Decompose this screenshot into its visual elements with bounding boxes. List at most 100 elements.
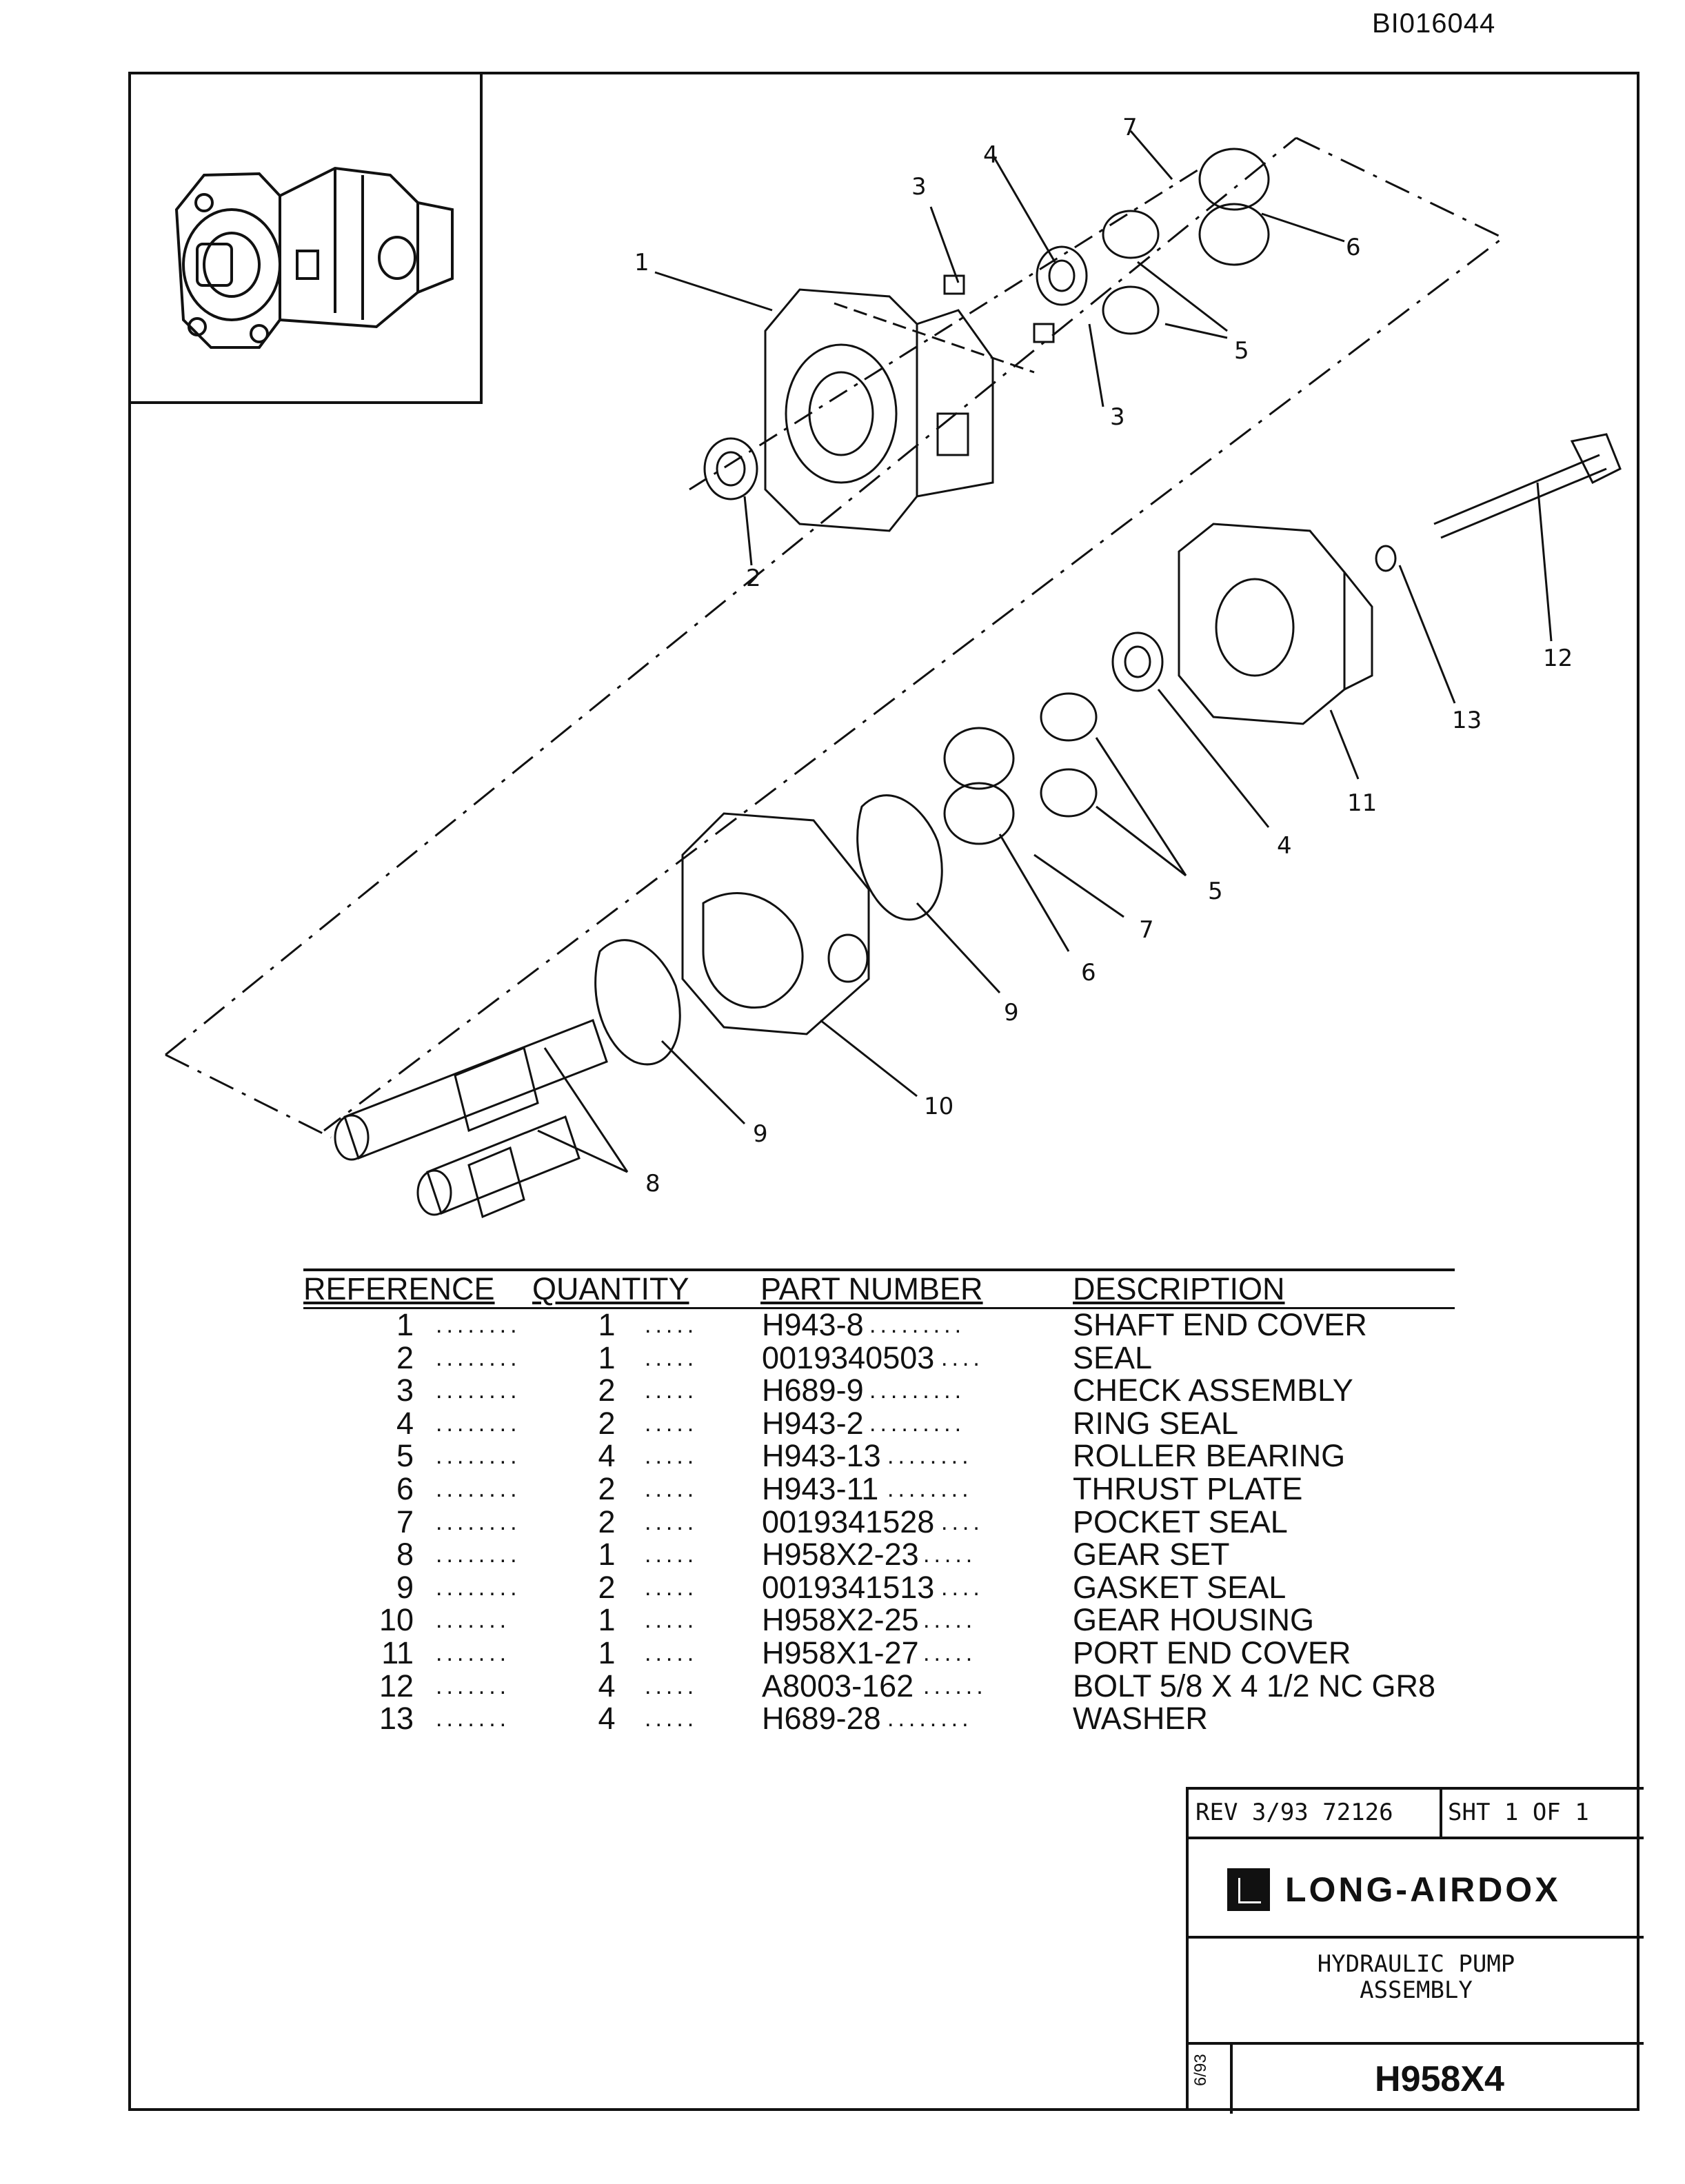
leader-dots: ..... bbox=[923, 1640, 977, 1666]
part-number: H943-13 bbox=[762, 1438, 881, 1474]
gasket-seal-part bbox=[856, 794, 943, 921]
leader-dots: ..... bbox=[645, 1508, 698, 1535]
drawing-date: 6/93 bbox=[1191, 2054, 1210, 2086]
leader-dots: ........ bbox=[887, 1476, 973, 1502]
leader-dots: ....... bbox=[436, 1640, 511, 1666]
leader-dots: ........ bbox=[436, 1410, 521, 1437]
drawing-title-line-1: HYDRAULIC PUMP bbox=[1317, 1950, 1515, 1978]
leader-dots: ........ bbox=[436, 1344, 521, 1371]
callout-8: 8 bbox=[645, 1170, 660, 1197]
part-reference: 2 bbox=[396, 1339, 414, 1375]
shaft-end-cover-part bbox=[764, 288, 994, 532]
header-quantity: QUANTITY bbox=[532, 1271, 689, 1306]
seal-part bbox=[703, 437, 758, 501]
header-part-number: PART NUMBER bbox=[760, 1271, 983, 1306]
leader-dots: ..... bbox=[645, 1672, 698, 1699]
callout-4: 4 bbox=[1277, 832, 1292, 860]
callout-labels: 1 2 3 3 4 4 5 5 6 6 7 7 8 9 9 10 11 12 1… bbox=[634, 114, 1573, 1197]
leader-dots: ........ bbox=[436, 1312, 521, 1338]
callout-5: 5 bbox=[1208, 878, 1223, 905]
leader-dots: ..... bbox=[645, 1344, 698, 1371]
revision-box: REV 3/93 72126 SHT 1 OF 1 bbox=[1186, 1787, 1644, 1837]
part-description: GEAR HOUSING bbox=[1073, 1602, 1315, 1638]
gear-set-part bbox=[334, 1019, 608, 1219]
part-reference: 10 bbox=[379, 1602, 414, 1638]
leader-dots: ........ bbox=[436, 1377, 521, 1404]
part-quantity: 1 bbox=[598, 1339, 616, 1375]
part-number: H689-9 bbox=[762, 1373, 864, 1408]
leader-dots: ....... bbox=[436, 1672, 511, 1699]
port-end-cover-part bbox=[1178, 523, 1373, 725]
check-assembly-part bbox=[1033, 323, 1055, 343]
drawing-number: H958X4 bbox=[1375, 2059, 1504, 2099]
callout-12: 12 bbox=[1543, 645, 1573, 672]
sheet-text: SHT 1 OF 1 bbox=[1448, 1799, 1589, 1826]
drawing-frame bbox=[128, 72, 1639, 2111]
leader-dots: ........ bbox=[436, 1476, 521, 1502]
leader-dots: ....... bbox=[436, 1706, 511, 1732]
parts-list-top-rule bbox=[303, 1268, 1455, 1271]
callout-7: 7 bbox=[1122, 114, 1138, 141]
part-quantity: 1 bbox=[598, 1635, 616, 1670]
leader-dots: ........ bbox=[436, 1508, 521, 1535]
part-description: GEAR SET bbox=[1073, 1537, 1230, 1573]
part-description: SHAFT END COVER bbox=[1073, 1307, 1367, 1342]
part-description: THRUST PLATE bbox=[1073, 1471, 1303, 1506]
part-number: H958X2-23 bbox=[762, 1537, 919, 1573]
check-assembly-part bbox=[943, 274, 965, 295]
part-quantity: 2 bbox=[598, 1373, 616, 1408]
leader-dots: ..... bbox=[645, 1640, 698, 1666]
assembled-pump-inset bbox=[128, 72, 483, 404]
leader-dots: ..... bbox=[923, 1607, 977, 1634]
callout-4: 4 bbox=[983, 141, 998, 169]
callout-6: 6 bbox=[1081, 959, 1096, 987]
part-description: WASHER bbox=[1073, 1701, 1208, 1737]
part-number: H943-2 bbox=[762, 1405, 864, 1441]
part-quantity: 1 bbox=[598, 1602, 616, 1638]
callout-13: 13 bbox=[1452, 707, 1482, 734]
drawing-title-box: HYDRAULIC PUMP ASSEMBLY bbox=[1186, 1936, 1644, 2042]
part-reference: 13 bbox=[379, 1701, 414, 1737]
leader-dots: ........ bbox=[887, 1706, 973, 1732]
ring-seal-part bbox=[1111, 631, 1164, 692]
part-description: POCKET SEAL bbox=[1073, 1504, 1288, 1539]
assembled-pump-illustration bbox=[174, 166, 454, 349]
part-reference: 3 bbox=[396, 1373, 414, 1408]
document-id: BI016044 bbox=[1372, 8, 1496, 39]
leader-dots: ..... bbox=[923, 1541, 977, 1568]
leader-dots: ....... bbox=[436, 1607, 511, 1634]
leader-dots: ..... bbox=[645, 1541, 698, 1568]
part-reference: 9 bbox=[396, 1569, 414, 1605]
leader-dots: ........ bbox=[436, 1443, 521, 1470]
part-quantity: 2 bbox=[598, 1569, 616, 1605]
callout-9: 9 bbox=[753, 1120, 768, 1148]
part-number: H689-28 bbox=[762, 1701, 881, 1737]
parts-list-header-rule bbox=[303, 1307, 1455, 1309]
leader-dots: ..... bbox=[645, 1574, 698, 1601]
part-reference: 8 bbox=[396, 1537, 414, 1573]
leader-dots: .... bbox=[941, 1344, 984, 1371]
part-number: H958X1-27 bbox=[762, 1635, 919, 1670]
leader-dots: ......... bbox=[869, 1377, 966, 1404]
company-logo-icon bbox=[1227, 1868, 1270, 1911]
callout-11: 11 bbox=[1347, 789, 1377, 817]
part-number: 0019341513 bbox=[762, 1569, 935, 1605]
revision-text: REV 3/93 72126 bbox=[1195, 1799, 1393, 1826]
title-block: REV 3/93 72126 SHT 1 OF 1 LONG-AIRDOX HY… bbox=[1186, 1787, 1644, 2114]
ring-seal-part bbox=[1036, 245, 1088, 306]
thrust-plate-part bbox=[943, 148, 1270, 845]
leader-dots: ..... bbox=[645, 1443, 698, 1470]
part-quantity: 4 bbox=[598, 1438, 616, 1474]
part-description: RING SEAL bbox=[1073, 1405, 1239, 1441]
